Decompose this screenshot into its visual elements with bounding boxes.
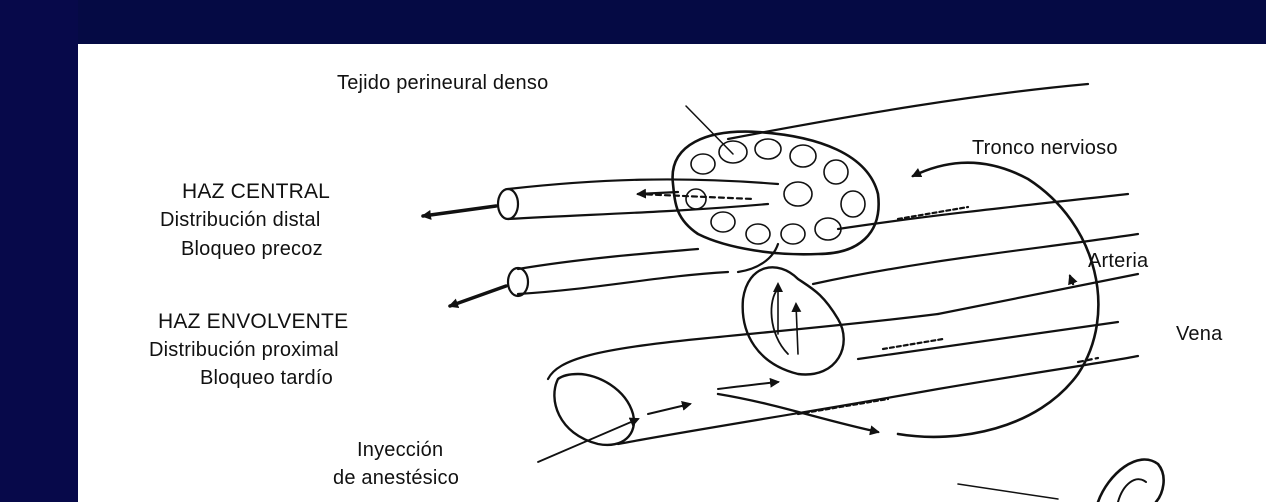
artery-lumen-outer	[741, 266, 845, 376]
nerve-block-illustration	[421, 82, 1165, 502]
label-dense-tissue: Tejido perineural denso	[337, 72, 549, 94]
mantle-bundle-top	[516, 247, 700, 271]
mantle-outflow-arrow	[448, 284, 508, 309]
central-outflow-arrow	[421, 204, 498, 220]
diagram-panel: Tejido perineural denso Tronco nervioso …	[78, 44, 1266, 502]
label-central-bundle-line1: Distribución distal	[160, 209, 321, 231]
slide-left-bar	[0, 0, 78, 502]
dense-tissue-leader	[685, 105, 734, 155]
artery-bottom-edge	[856, 320, 1120, 361]
injection-pointer	[537, 417, 640, 463]
nerve-trunk-shading	[896, 205, 970, 221]
label-mantle-bundle-line1: Distribución proximal	[149, 339, 339, 361]
vein-bottom-edge	[616, 354, 1140, 446]
label-central-bundle-line2: Bloqueo precoz	[181, 238, 323, 260]
central-bundle-top	[506, 178, 780, 191]
vein-top-edge	[546, 312, 940, 381]
fascicles	[685, 138, 866, 245]
mantle-bundle-end	[506, 266, 530, 298]
vein-lumen	[553, 372, 636, 447]
central-bundle-end	[496, 187, 520, 221]
slide-top-bar	[0, 0, 1266, 44]
central-bundle-bottom	[506, 202, 770, 221]
mantle-bundle-bottom	[516, 270, 730, 296]
label-injection-line2: de anestésico	[333, 467, 460, 489]
nerve-cross-section	[671, 130, 880, 256]
label-injection-line1: Inyección	[357, 439, 444, 461]
label-vein: Vena	[1176, 323, 1223, 345]
label-central-bundle-title: HAZ CENTRAL	[182, 180, 331, 203]
nerve-trunk-bottom-edge	[836, 192, 1130, 231]
label-mantle-bundle-line2: Bloqueo tardío	[200, 367, 333, 389]
label-mantle-bundle-title: HAZ ENVOLVENTE	[158, 310, 349, 333]
circulating-arrow	[896, 161, 1100, 439]
nerve-trunk-top-edge	[726, 82, 1090, 141]
label-artery: Arteria	[1088, 250, 1149, 272]
artery-top-edge	[811, 232, 1140, 286]
hand-sketch	[1096, 458, 1165, 502]
central-inner-arrow	[636, 188, 680, 199]
label-nerve-trunk: Tronco nervioso	[972, 137, 1118, 159]
